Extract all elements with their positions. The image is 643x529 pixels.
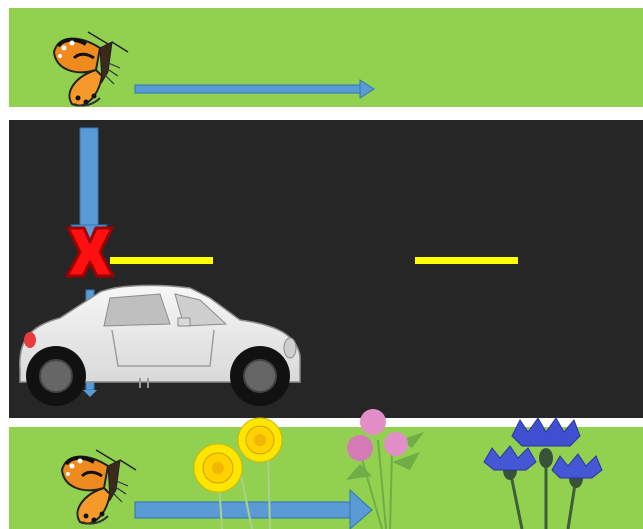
butterfly-icon-bottom	[62, 450, 136, 524]
car-icon	[20, 285, 300, 406]
lane-marking-left	[110, 257, 213, 264]
flight-arrow-top	[135, 80, 374, 98]
cornflowers-icon	[484, 418, 602, 529]
flight-arrow-bottom	[135, 490, 372, 529]
butterfly-icon	[54, 32, 128, 106]
lane-marking-right	[415, 257, 518, 264]
